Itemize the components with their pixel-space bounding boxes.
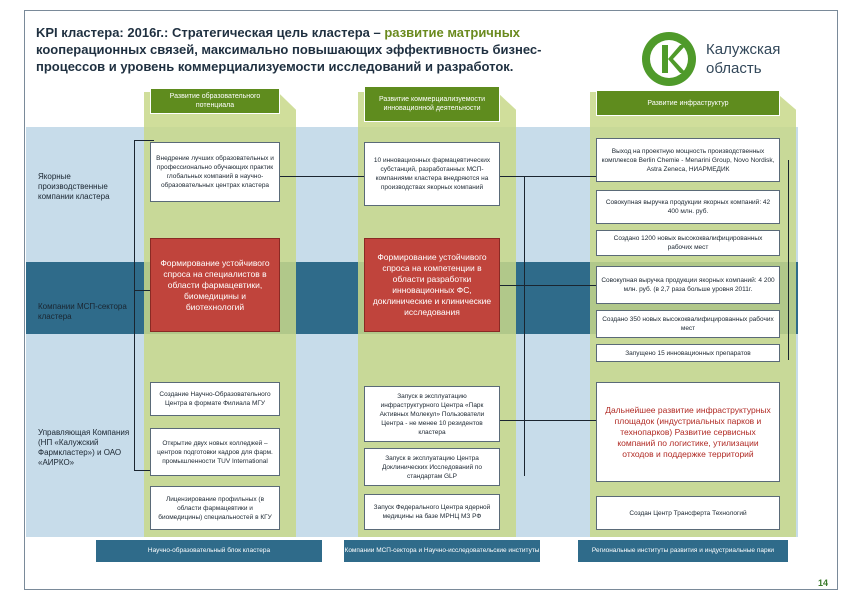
infra-revenue-anchor-box: Совокупная выручка продукции якорных ком… [596,190,780,224]
left-connector-bottom [134,470,154,471]
column-header-edu: Развитие образовательного потенциала [150,88,280,114]
left-connector-mid [134,290,154,291]
row-label-anchor: Якорные производственные компании класте… [38,172,110,201]
infra-jobs-1200-box: Создано 1200 новых высококвалифицированн… [596,230,780,256]
infra-tech-transfer-box: Создан Центр Трансферта Технологий [596,496,780,530]
infra-drugs-box: Запущено 15 инновационных препаратов [596,344,780,362]
footer-edu: Научно-образовательный блок кластера [96,540,322,562]
row-label-sme: Компании МСП-сектора кластера [38,302,127,321]
infra-development-box: Дальнейшее развитие инфраструктурных пло… [596,382,780,482]
edu-demand-box: Формирование устойчивого спроса на специ… [150,238,280,332]
commerce-glp-center-box: Запуск в эксплуатацию Центра Доклиническ… [364,448,500,486]
page-number: 14 [818,578,829,588]
edu-colleges-box: Открытие двух новых колледжей – центров … [150,428,280,476]
commerce-nuclear-medicine-box: Запуск Федерального Центра ядерной медиц… [364,494,500,530]
edu-msu-branch-box: Создание Научно-Образовательного Центра … [150,382,280,416]
row-label-mgmt: Управляющая Компания (НП «Калужский Фарм… [38,428,130,467]
slide-frame [24,10,838,590]
edu-licensing-box: Лицензирование профильных (в области фар… [150,486,280,530]
infra-revenue-sme-box: Совокупная выручка продукции якорных ком… [596,266,780,304]
footer-commerce: Компании МСП-сектора и Научно-исследоват… [344,540,540,562]
infra-jobs-350-box: Создано 350 новых высококвалифицированны… [596,310,780,338]
region-logo [640,30,698,88]
commerce-demand-box: Формирование устойчивого спроса на компе… [364,238,500,332]
column-header-infra: Развитие инфраструктур [596,90,780,116]
footer-infra: Региональные институты развития и индуст… [578,540,788,562]
connector-infra-lower [500,420,596,421]
region-name: Калужская область [706,41,781,77]
connector-commerce-infra [500,176,596,177]
commerce-substances-box: 10 инновационных фармацевтических субста… [364,142,500,206]
infra-capacity-box: Выход на проектную мощность производстве… [596,138,780,182]
connector-commerce-infra-vertical [524,176,525,476]
connector-commerce-infra-mid [500,285,596,286]
left-connector-top [134,140,154,141]
commerce-molecules-park-box: Запуск в эксплуатацию инфраструктурного … [364,386,500,442]
connector-edu-commerce [280,176,364,177]
left-connector [134,140,135,470]
column-header-commerce: Развитие коммерциализуемости инновационн… [364,86,500,122]
right-connector [788,160,789,360]
slide-title: KPI кластера: 2016г.: Стратегическая цел… [36,25,542,74]
edu-best-practices-box: Внедрение лучших образовательных и профе… [150,142,280,202]
